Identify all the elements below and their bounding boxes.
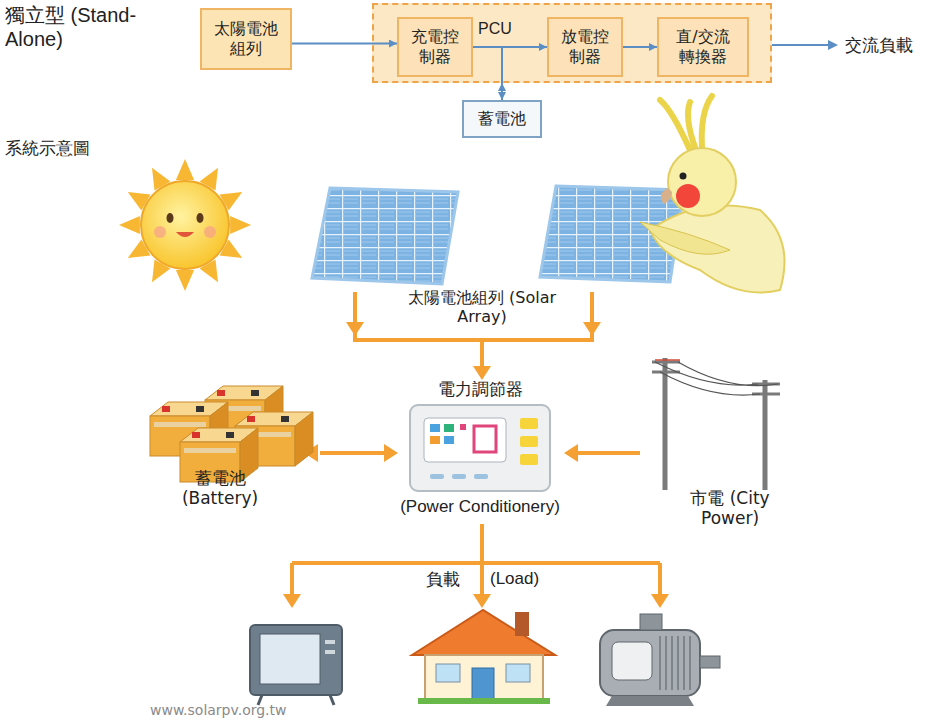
power-conditioner-label: 電力調節器	[420, 379, 540, 399]
power-conditioner-label: (Power Conditionery)	[370, 497, 590, 517]
load-label: (Load)	[490, 569, 539, 589]
inverter-box: 直/交流轉換器	[657, 17, 749, 77]
solar-array-box: 太陽電池組列	[200, 8, 292, 70]
pcu-container: PCU 充電控制器 放電控制器 直/交流轉換器	[372, 3, 772, 83]
discharge-controller-box: 放電控制器	[547, 17, 623, 77]
sun-ray	[230, 216, 251, 234]
power-conditioner	[410, 405, 550, 491]
cockatiel	[640, 96, 785, 293]
power-flow-arrowheads	[283, 322, 669, 608]
motor-fin	[671, 636, 673, 690]
charge-controller-box: 充電控制器	[397, 17, 473, 77]
box-label: 直/交流轉換器	[673, 27, 733, 67]
pcu-junction-line	[501, 46, 503, 83]
battery-bank	[150, 386, 313, 482]
utility-poles	[652, 358, 780, 490]
watermark: www.solarpv.org.tw	[150, 702, 287, 719]
solar-array-label: 太陽電池組列 (Solar Array)	[407, 288, 557, 326]
motor-fin	[659, 636, 661, 690]
output-arrowhead	[828, 40, 838, 50]
city-power-label: 市電 (City Power)	[670, 488, 790, 529]
pcu-fill	[372, 3, 772, 83]
output-line	[772, 44, 830, 46]
load-label: 負載	[426, 569, 460, 589]
sun-ray	[176, 270, 194, 291]
motor-fin	[665, 636, 667, 690]
section-label: 系統示意圖	[5, 138, 90, 158]
sun-rays	[119, 159, 251, 291]
flow-arrow	[473, 46, 547, 48]
pcu-label: PCU	[478, 19, 512, 39]
box-label: 放電控制器	[560, 27, 610, 67]
battery-label: 蓄電池 (Battery)	[165, 468, 275, 509]
flow-arrow	[501, 83, 503, 100]
motor-fin	[677, 636, 679, 690]
box-label: 蓄電池	[469, 109, 535, 129]
television	[250, 625, 342, 705]
house	[412, 610, 555, 704]
power-flow-arrows	[292, 292, 660, 596]
motor-fin	[689, 636, 691, 690]
box-label: 太陽電池組列	[212, 19, 280, 59]
solar-panel	[312, 188, 458, 284]
sun-ray	[176, 159, 194, 180]
ac-load-label: 交流負載	[845, 35, 913, 55]
motor-fin	[683, 636, 685, 690]
box-label: 充電控制器	[410, 27, 460, 67]
sun	[141, 181, 229, 269]
flow-arrow	[292, 43, 397, 45]
sun-ray	[119, 216, 140, 234]
electric-motor	[600, 614, 720, 706]
diagram-title: 獨立型 (Stand-Alone)	[5, 3, 145, 51]
flow-arrow	[623, 46, 657, 48]
battery-box: 蓄電池	[462, 100, 542, 138]
